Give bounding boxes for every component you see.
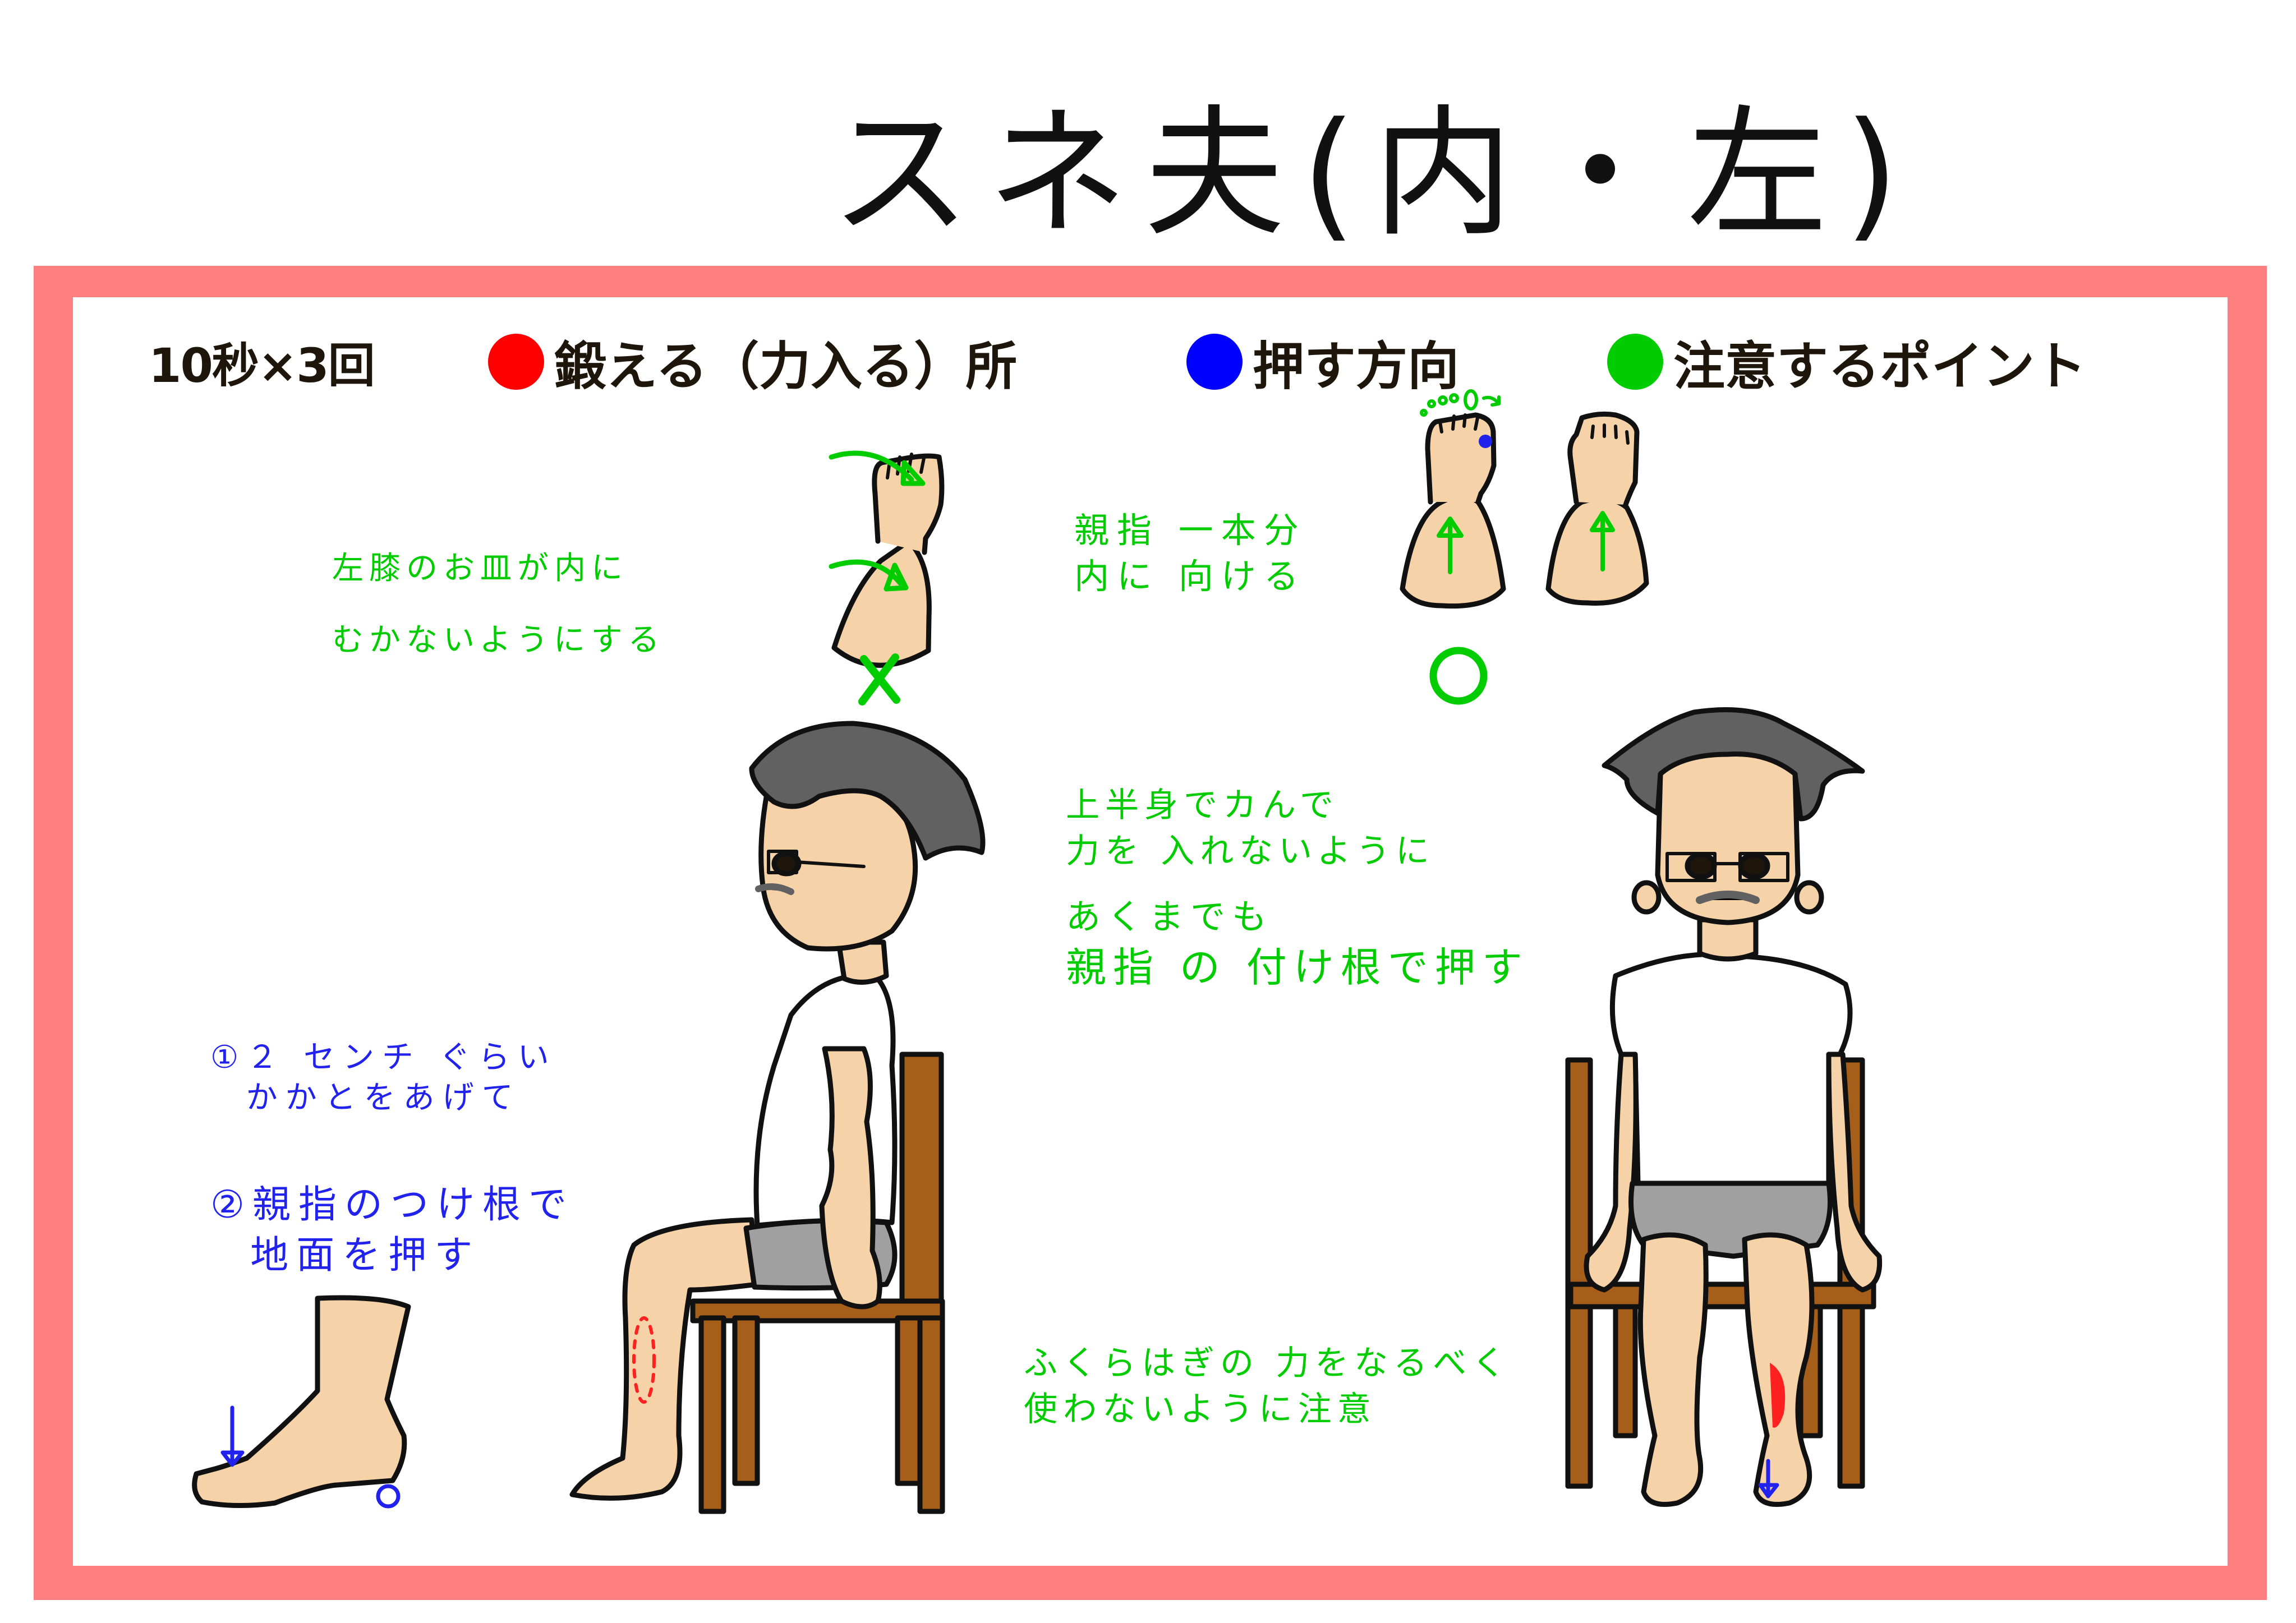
content-panel xyxy=(73,297,2228,1566)
note-calf-caution: ふくらはぎの 力をなるべく 使わないように注意 xyxy=(1024,1340,1511,1432)
step-2-line: ②親指のつけ根で xyxy=(210,1183,574,1227)
note-line: 親指 一本分 xyxy=(1074,510,1306,551)
note-steps: ①２ センチ ぐらい かかとをあげて ②親指のつけ根で 地面を押す xyxy=(210,1038,574,1281)
blue-dot-icon xyxy=(1186,334,1243,390)
note-line: 使わないように注意 xyxy=(1024,1390,1377,1429)
note-thumb-direction: 親指 一本分 内に 向ける xyxy=(1074,508,1306,600)
note-line: あくまでも xyxy=(1066,896,1274,937)
note-thumb-base: あくまでも 親指 の 付け根で押す xyxy=(1066,892,1529,993)
red-dot-icon xyxy=(488,334,544,390)
spacer xyxy=(210,1118,574,1180)
legend-item-train: 鍛える（力入る）所 xyxy=(488,325,1017,398)
step-1-line: ①２ センチ ぐらい xyxy=(210,1039,557,1076)
note-upper-body: 上半身でカんで 力を 入れないように xyxy=(1066,782,1435,874)
legend-item-caution: 注意するポイント xyxy=(1607,325,2086,398)
note-knee-caution: 左膝のお皿が内に むかないようにする xyxy=(332,533,665,676)
note-line: 力を 入れないように xyxy=(1066,832,1435,871)
legend-label-push: 押す方向 xyxy=(1253,336,1460,396)
reps-label: 10秒×3回 xyxy=(149,338,375,393)
note-line: ふくらはぎの 力をなるべく xyxy=(1024,1344,1512,1383)
note-line: 上半身でカんで xyxy=(1066,786,1339,825)
note-line: 左膝のお皿が内に xyxy=(332,550,628,587)
step-1-line: かかとをあげて xyxy=(210,1080,521,1116)
legend-item-push: 押す方向 xyxy=(1186,325,1459,398)
step-2-line: 地面を押す xyxy=(210,1233,481,1278)
legend-label-caution: 注意するポイント xyxy=(1673,336,2087,396)
page-title: スネ夫(内・左) xyxy=(830,92,1916,255)
legend-label-train: 鍛える（力入る）所 xyxy=(554,336,1018,396)
green-dot-icon xyxy=(1607,334,1663,390)
note-line: 内に 向ける xyxy=(1074,556,1306,597)
note-line: 親指 の 付け根で押す xyxy=(1066,944,1529,991)
note-line: むかないようにする xyxy=(332,622,665,658)
